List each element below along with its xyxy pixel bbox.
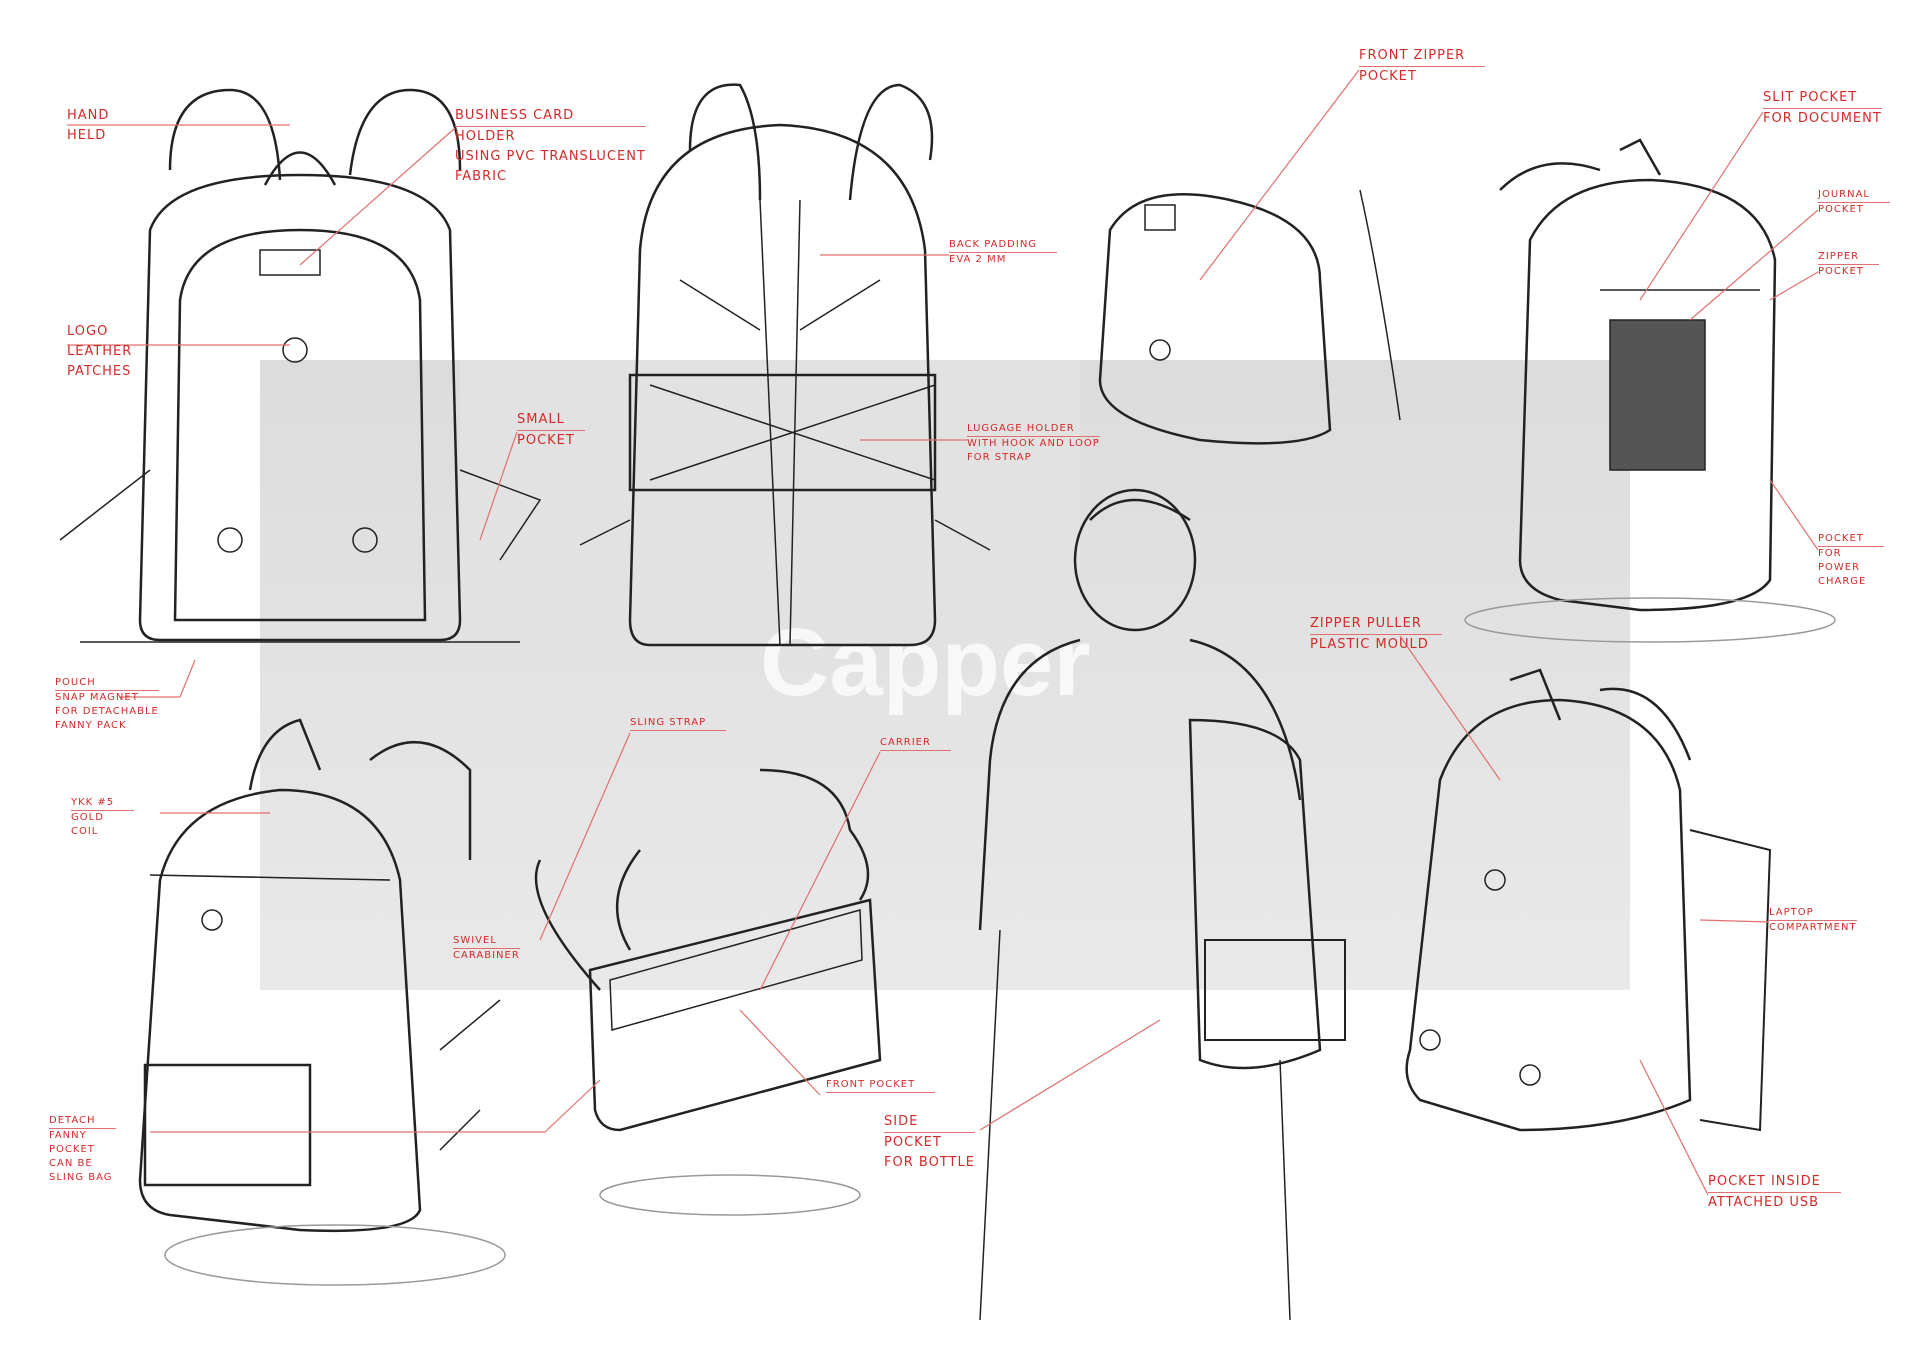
label-slit-pocket: SLIT POCKET FOR DOCUMENT xyxy=(1763,88,1882,129)
label-line: LAPTOP xyxy=(1769,906,1857,921)
label-line: POCKET xyxy=(1359,69,1417,84)
label-line: SIDE xyxy=(884,1112,975,1133)
label-line: SLING STRAP xyxy=(630,716,727,731)
backpack-laptop-view xyxy=(1405,668,1772,1132)
label-line: FOR BOTTLE xyxy=(884,1155,975,1170)
label-line: CHARGE xyxy=(1818,576,1867,587)
label-line: LOGO xyxy=(67,324,109,339)
label-business-card-holder: BUSINESS CARD HOLDER USING PVC TRANSLUCENT… xyxy=(455,106,646,187)
label-line: PATCHES xyxy=(67,364,132,379)
label-pocket-inside: POCKET INSIDE ATTACHED USB xyxy=(1708,1172,1841,1213)
label-line: POCKET INSIDE xyxy=(1708,1172,1841,1193)
label-line: ZIPPER xyxy=(1818,250,1880,265)
label-line: POCKET xyxy=(1818,266,1864,277)
label-small-pocket: SMALL POCKET xyxy=(517,410,585,451)
label-line: PLASTIC MOULD xyxy=(1310,637,1429,652)
label-line: YKK #5 xyxy=(71,796,135,811)
label-side-pocket: SIDE POCKET FOR BOTTLE xyxy=(884,1112,975,1173)
label-line: ZIPPER PULLER xyxy=(1310,614,1442,635)
label-line: USING PVC TRANSLUCENT xyxy=(455,149,646,164)
backpack-three-quarter-view xyxy=(1464,138,1836,643)
label-line: JOURNAL xyxy=(1818,188,1890,203)
label-line: FABRIC xyxy=(455,169,508,184)
label-line: POUCH xyxy=(55,676,159,691)
label-line: ATTACHED USB xyxy=(1708,1195,1820,1210)
label-line: SWIVEL xyxy=(453,934,520,949)
annotation-leader-lines xyxy=(67,69,1819,1196)
label-line: GOLD xyxy=(71,812,104,823)
label-line: BUSINESS CARD xyxy=(455,106,646,127)
label-line: HOLDER xyxy=(455,129,516,144)
label-line: SNAP MAGNET xyxy=(55,692,139,703)
label-line: CAN BE xyxy=(49,1158,93,1169)
sling-bag xyxy=(534,768,882,1216)
label-line: CARRIER xyxy=(880,736,951,751)
backpack-side-view xyxy=(1098,189,1401,445)
label-line: FANNY PACK xyxy=(55,720,127,731)
label-line: EVA 2 MM xyxy=(949,254,1007,265)
label-line: FRONT POCKET xyxy=(826,1078,936,1093)
label-line: POCKET xyxy=(49,1144,95,1155)
label-line: WITH HOOK AND LOOP xyxy=(967,438,1100,449)
label-line: LUGGAGE HOLDER xyxy=(967,422,1100,437)
label-line: POCKET xyxy=(884,1135,942,1150)
label-line: HAND xyxy=(67,108,110,123)
label-line: FANNY xyxy=(49,1130,87,1141)
label-carrier: CARRIER xyxy=(880,736,951,751)
label-sling-strap: SLING STRAP xyxy=(630,716,727,731)
label-logo-leather-patches: LOGO LEATHER PATCHES xyxy=(67,322,132,382)
label-line: SMALL xyxy=(517,410,585,431)
label-front-zipper-pocket: FRONT ZIPPER POCKET xyxy=(1359,46,1486,87)
label-hand-held: HAND HELD xyxy=(67,106,109,146)
label-line: HELD xyxy=(67,128,107,143)
person-wearing-backpack xyxy=(978,488,1346,1321)
label-line: FOR STRAP xyxy=(967,452,1032,463)
label-line: CARABINER xyxy=(453,950,520,961)
label-line: COIL xyxy=(71,826,99,837)
backpack-back-view xyxy=(579,83,991,647)
label-line: FOR xyxy=(1818,548,1842,559)
backpack-front-view xyxy=(59,88,542,643)
label-line: FOR DETACHABLE xyxy=(55,706,159,717)
label-line: BACK PADDING xyxy=(949,238,1058,253)
label-line: SLING BAG xyxy=(49,1172,113,1183)
backpack-angled-view xyxy=(138,718,506,1286)
label-zipper-puller: ZIPPER PULLER PLASTIC MOULD xyxy=(1310,614,1442,655)
label-line: FOR DOCUMENT xyxy=(1763,111,1882,126)
label-line: POCKET xyxy=(517,433,575,448)
label-line: COMPARTMENT xyxy=(1769,922,1857,933)
label-line: POCKET xyxy=(1818,532,1884,547)
label-line: POWER xyxy=(1818,562,1861,573)
label-line: LEATHER xyxy=(67,344,133,359)
label-front-pocket: FRONT POCKET xyxy=(826,1078,936,1093)
label-line: FRONT ZIPPER xyxy=(1359,46,1486,67)
label-line: DETACH xyxy=(49,1114,116,1129)
label-line: SLIT POCKET xyxy=(1763,88,1882,109)
label-line: POCKET xyxy=(1818,204,1864,215)
